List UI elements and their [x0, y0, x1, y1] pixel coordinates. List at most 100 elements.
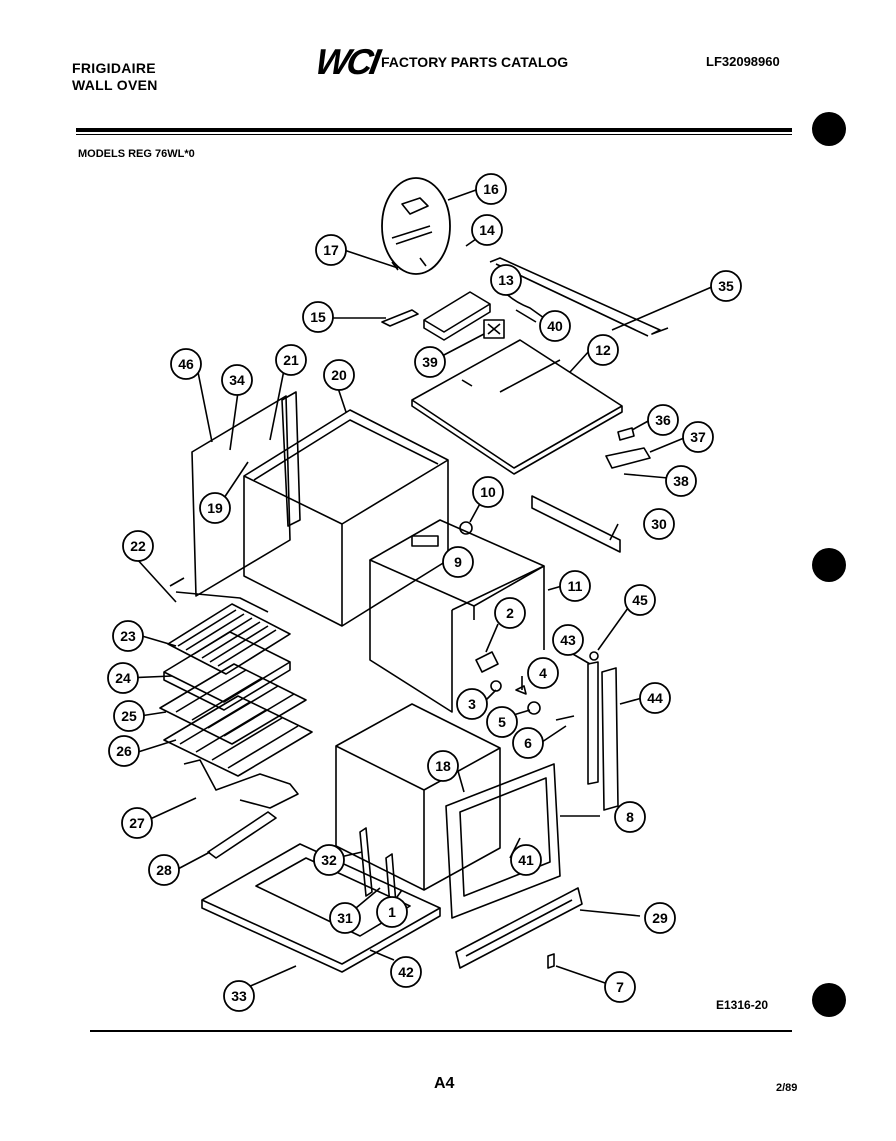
callout-5: 5 — [486, 706, 518, 738]
svg-text:24: 24 — [115, 670, 131, 686]
svg-text:13: 13 — [498, 272, 514, 288]
models-label: MODELS REG 76WL*0 — [78, 148, 195, 160]
callout-24: 24 — [107, 662, 139, 694]
svg-text:2: 2 — [506, 605, 514, 621]
callout-bubbles: 16 17 14 13 35 15 40 39 12 46 34 21 20 3… — [107, 173, 742, 1012]
callout-40: 40 — [539, 310, 571, 342]
svg-text:25: 25 — [121, 708, 137, 724]
callout-38: 38 — [665, 465, 697, 497]
svg-text:18: 18 — [435, 758, 451, 774]
callout-23: 23 — [112, 620, 144, 652]
svg-text:17: 17 — [323, 242, 339, 258]
callout-7: 7 — [604, 971, 636, 1003]
callout-10: 10 — [472, 476, 504, 508]
callout-33: 33 — [223, 980, 255, 1012]
svg-text:14: 14 — [479, 222, 495, 238]
header-rule-thin — [76, 134, 792, 135]
callout-37: 37 — [682, 421, 714, 453]
svg-text:36: 36 — [655, 412, 671, 428]
svg-text:9: 9 — [454, 554, 462, 570]
punch-hole-bottom — [812, 983, 846, 1017]
svg-text:3: 3 — [468, 696, 476, 712]
callout-19: 19 — [199, 492, 231, 524]
callout-43: 43 — [552, 624, 584, 656]
svg-text:37: 37 — [690, 429, 706, 445]
callout-36a: 36 — [647, 404, 679, 436]
document-number: LF32098960 — [706, 54, 780, 69]
callout-11: 11 — [559, 570, 591, 602]
footer-rule — [90, 1030, 792, 1032]
callout-35: 35 — [710, 270, 742, 302]
svg-text:32: 32 — [321, 852, 337, 868]
svg-text:34: 34 — [229, 372, 245, 388]
callout-15: 15 — [302, 301, 334, 333]
svg-text:26: 26 — [116, 743, 132, 759]
svg-text:19: 19 — [207, 500, 223, 516]
figure-code: E1316-20 — [716, 998, 769, 1012]
svg-text:5: 5 — [498, 714, 506, 730]
callout-34: 34 — [221, 364, 253, 396]
callout-6: 6 — [512, 727, 544, 759]
callout-8: 8 — [614, 801, 646, 833]
svg-text:30: 30 — [651, 516, 667, 532]
svg-text:23: 23 — [120, 628, 136, 644]
callout-41: 41 — [510, 844, 542, 876]
svg-text:28: 28 — [156, 862, 172, 878]
svg-text:31: 31 — [337, 910, 353, 926]
svg-text:40: 40 — [547, 318, 563, 334]
svg-text:44: 44 — [647, 690, 663, 706]
callout-44: 44 — [639, 682, 671, 714]
svg-text:11: 11 — [568, 578, 583, 594]
brand-name: FRIGIDAIRE WALL OVEN — [72, 60, 158, 94]
svg-text:15: 15 — [310, 309, 326, 325]
svg-text:20: 20 — [331, 367, 347, 383]
svg-text:46: 46 — [178, 356, 194, 372]
header-rule — [76, 128, 792, 132]
svg-text:12: 12 — [595, 342, 611, 358]
callout-32: 32 — [313, 844, 345, 876]
callout-9: 9 — [442, 546, 474, 578]
svg-text:22: 22 — [130, 538, 146, 554]
callout-22: 22 — [122, 530, 154, 562]
svg-text:4: 4 — [539, 665, 547, 681]
svg-text:39: 39 — [422, 354, 438, 370]
svg-text:41: 41 — [518, 852, 534, 868]
svg-text:21: 21 — [283, 352, 299, 368]
brand-line-1: FRIGIDAIRE — [72, 60, 156, 76]
punch-hole-top — [812, 112, 846, 146]
callout-26: 26 — [108, 735, 140, 767]
callout-46: 46 — [170, 348, 202, 380]
callout-13: 13 — [490, 264, 522, 296]
callout-4: 4 — [527, 657, 559, 689]
callout-31: 31 — [329, 902, 361, 934]
callout-29: 29 — [644, 902, 676, 934]
callout-1: 1 — [376, 896, 408, 928]
svg-text:42: 42 — [398, 964, 414, 980]
svg-text:16: 16 — [483, 181, 499, 197]
callout-21: 21 — [275, 344, 307, 376]
svg-text:27: 27 — [129, 815, 145, 831]
catalog-title: FACTORY PARTS CATALOG — [381, 54, 569, 70]
callout-42: 42 — [390, 956, 422, 988]
svg-text:33: 33 — [231, 988, 247, 1004]
punch-hole-middle — [812, 548, 846, 582]
callout-14: 14 — [471, 214, 503, 246]
callout-18: 18 — [427, 750, 459, 782]
svg-text:38: 38 — [673, 473, 689, 489]
svg-text:35: 35 — [718, 278, 734, 294]
callout-3: 3 — [456, 688, 488, 720]
callout-12: 12 — [587, 334, 619, 366]
callout-25: 25 — [113, 700, 145, 732]
svg-text:7: 7 — [616, 979, 624, 995]
callout-16: 16 — [475, 173, 507, 205]
callout-27: 27 — [121, 807, 153, 839]
page-number: A4 — [434, 1075, 455, 1092]
revision-date: 2/89 — [776, 1082, 798, 1094]
svg-text:29: 29 — [652, 910, 668, 926]
callout-30: 30 — [643, 508, 675, 540]
callout-39: 39 — [414, 346, 446, 378]
brand-line-2: WALL OVEN — [72, 77, 158, 93]
callout-2: 2 — [494, 597, 526, 629]
svg-text:43: 43 — [560, 632, 576, 648]
